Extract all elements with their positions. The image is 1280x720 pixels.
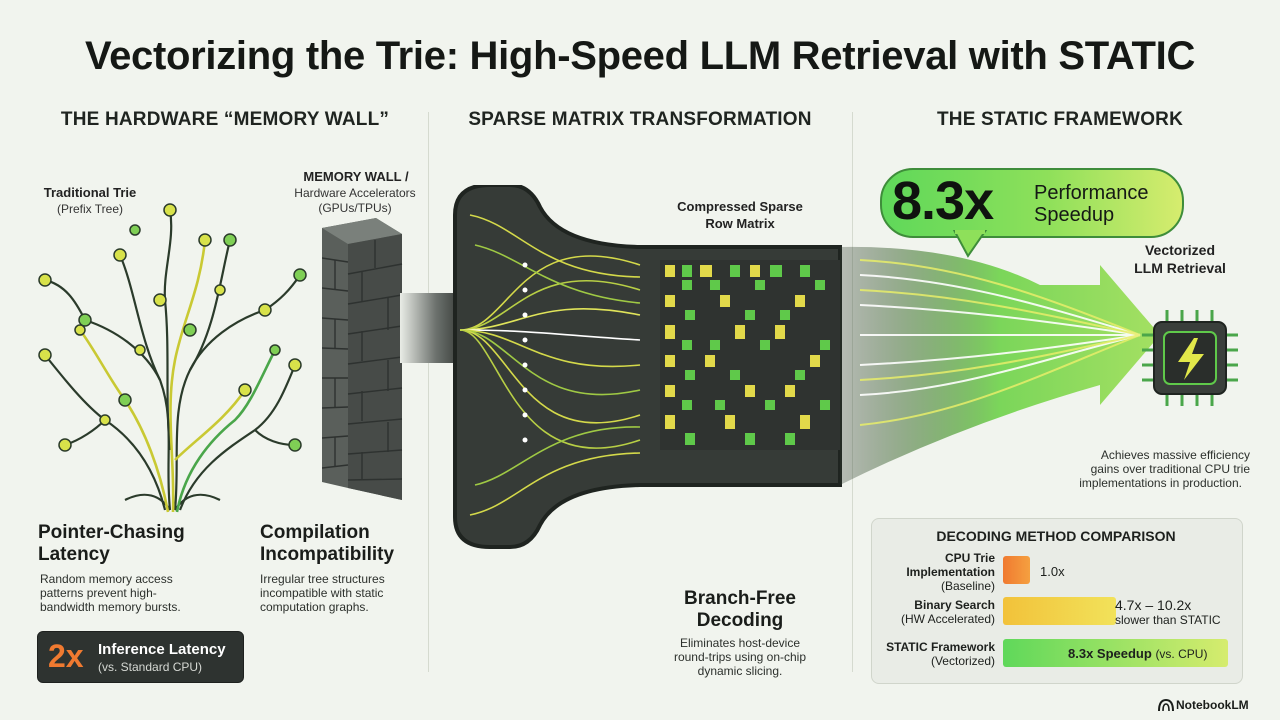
bar-static-framework [1003,639,1228,667]
pointer-chasing-heading-1: Pointer-Chasing [38,522,185,543]
row-cpu-label-1: CPU Trie [944,551,995,565]
row-static-value-suffix: (vs. CPU) [1155,647,1208,661]
section-header-middle: SPARSE MATRIX TRANSFORMATION [468,109,812,130]
branch-free-desc-3: dynamic slicing. [697,664,783,678]
row-static-value-main: 8.3x Speedup [1068,646,1152,661]
row-binary-value: 4.7x – 10.2x [1115,597,1192,613]
row-static-value: 8.3x Speedup (vs. CPU) [1068,646,1207,662]
compilation-desc-2: incompatible with static [260,586,384,600]
pointer-chasing-desc-2: patterns prevent high- [40,586,157,600]
row-binary-label-1: Binary Search [914,598,995,612]
bar-binary-search [1003,597,1116,625]
vectorized-label-2: LLM Retrieval [1134,260,1226,276]
efficiency-desc-3: implementations in production. [1079,476,1242,490]
speedup-label-1: Performance [1034,182,1149,204]
compilation-heading-2: Incompatibility [260,544,395,565]
bar-cpu-trie [1003,556,1030,584]
badge-label: Inference Latency [98,641,226,658]
branch-free-heading-2: Decoding [696,610,784,631]
sparse-matrix-flow-diagram [400,185,1160,549]
compilation-desc-1: Irregular tree structures [260,572,385,586]
row-cpu-label-3: (Baseline) [940,579,995,593]
section-header-left: THE HARDWARE “MEMORY WALL” [60,109,390,130]
branch-free-desc-1: Eliminates host-device [679,636,801,650]
row-cpu-label-2: Implementation [906,565,995,579]
speedup-value: 8.3x [892,171,994,231]
csr-label-2: Row Matrix [705,216,775,231]
footer-brand: NotebookLM [1176,698,1249,712]
csr-matrix-grid [660,260,840,450]
brick-wall-icon [322,218,403,500]
branch-free-heading-1: Branch-Free [684,588,796,609]
row-binary-label-2: (HW Accelerated) [900,612,995,626]
badge-value: 2x [48,638,84,674]
trie-subtitle: (Prefix Tree) [56,202,123,216]
comparison-title: DECODING METHOD COMPARISON [936,528,1176,544]
trie-title: Traditional Trie [43,185,137,200]
tree-icon [38,203,307,513]
efficiency-desc-2: gains over traditional CPU trie [1090,462,1250,476]
pointer-chasing-desc-1: Random memory access [40,572,173,586]
callout-pointer [952,230,988,258]
row-static-label-2: (Vectorized) [930,654,995,668]
row-cpu-value: 1.0x [1040,564,1065,579]
divider-left [428,112,429,672]
pointer-chasing-desc-3: bandwidth memory bursts. [40,600,181,614]
speedup-label-2: Speedup [1034,204,1115,226]
page-title: Vectorizing the Trie: High-Speed LLM Ret… [84,34,1196,78]
section-header-right: THE STATIC FRAMEWORK [936,109,1184,130]
speedup-callout: 8.3x Performance Speedup [880,168,1184,238]
vectorized-label-1: Vectorized [1144,242,1216,258]
row-static-label-1: STATIC Framework [886,640,995,654]
inference-latency-badge: 2x Inference Latency (vs. Standard CPU) [37,631,244,683]
lightning-chip-icon [1142,310,1238,406]
compilation-heading-1: Compilation [260,522,370,543]
notebooklm-logo-icon [1158,698,1174,712]
memory-wall-title: MEMORY WALL / [303,169,409,184]
memory-wall-subtitle-2: (GPUs/TPUs) [318,201,392,215]
badge-sub: (vs. Standard CPU) [98,660,203,674]
csr-label-1: Compressed Sparse [677,199,803,214]
branch-free-desc-2: round-trips using on-chip [673,650,807,664]
efficiency-desc-1: Achieves massive efficiency [1100,448,1250,462]
row-binary-value2: slower than STATIC [1115,613,1221,627]
pointer-chasing-heading-2: Latency [38,544,110,565]
compilation-desc-3: computation graphs. [260,600,369,614]
memory-wall-subtitle-1: Hardware Accelerators [294,186,416,200]
